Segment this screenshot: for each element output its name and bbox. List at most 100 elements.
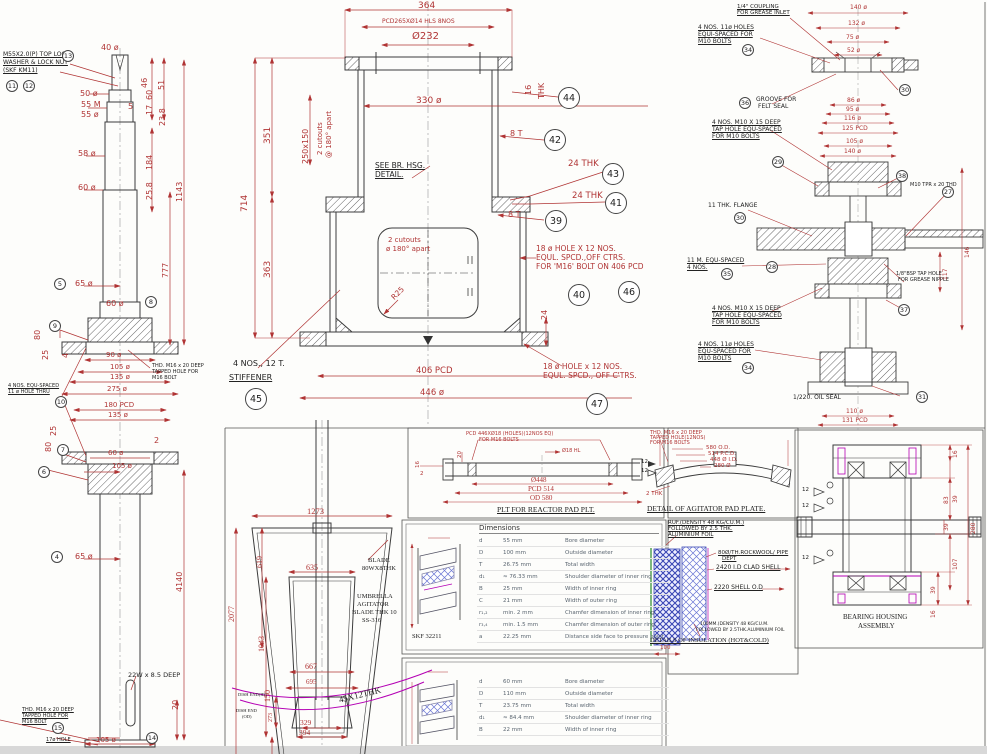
thread-note: M10 TPR x 20 THD bbox=[910, 182, 957, 188]
view-title: DETAIL OF AGITATOR PAD PLATE. bbox=[647, 504, 766, 513]
stiffener-note: 4 NOS., 12 T. bbox=[233, 359, 285, 368]
pad-plate-dimensions bbox=[420, 439, 643, 504]
cutout-note: 2 cutouts bbox=[316, 122, 324, 155]
equ-spaced-note: 11 M. EQU-SPACED bbox=[687, 257, 745, 264]
balloon-8: 8 bbox=[145, 296, 157, 308]
view-title: PLT FOR REACTOR PAD PLT. bbox=[497, 505, 595, 514]
shaft-view bbox=[61, 48, 179, 748]
dim: 25 bbox=[41, 349, 50, 360]
dim: 667 bbox=[305, 662, 317, 671]
equ-spaced-hole-note: 4 NOS. EQU-SPACED bbox=[8, 383, 60, 389]
dim: 105 ø bbox=[846, 138, 864, 145]
dim: 16 bbox=[930, 610, 937, 618]
balloon-36: 36 bbox=[739, 97, 751, 109]
dim: 20 bbox=[171, 699, 180, 710]
bearing-housing-assembly-view bbox=[796, 444, 982, 606]
balloon-9: 9 bbox=[49, 320, 61, 332]
dim: 83 bbox=[943, 496, 950, 504]
dim: 60 bbox=[145, 89, 154, 100]
right-flange-dimensions bbox=[741, 11, 964, 427]
balloon-14: 14 bbox=[146, 732, 158, 744]
balloon-47: 47 bbox=[586, 393, 608, 415]
tapped-hole-note: TAPPED HOLE(12NOS) bbox=[650, 435, 706, 441]
dim: 86 ø bbox=[847, 97, 861, 104]
tap-hole-note: TAP HOLE EQU-SPACED bbox=[712, 312, 782, 319]
tapped-hole-note: M16 BOLT bbox=[152, 375, 177, 381]
dim: 280 bbox=[970, 522, 977, 534]
dim: 116 ø bbox=[844, 115, 862, 122]
hole-note: 17ø HOLE bbox=[46, 737, 71, 743]
balloon-27: 27 bbox=[942, 186, 954, 198]
tapped-hole-note: FOR M16 BOLTS bbox=[650, 440, 690, 446]
table-1-header: Dimensions bbox=[479, 524, 659, 534]
pad-detail-dims bbox=[651, 433, 789, 493]
dim: 2 bbox=[420, 471, 424, 477]
see-detail-note: SEE BR. HSG. bbox=[375, 161, 426, 170]
equ-spaced-hole-note: 11 ø HOLE THRU bbox=[8, 389, 50, 395]
housing-dimensions bbox=[921, 444, 972, 606]
equ-spaced-note: 4 NOS. bbox=[687, 264, 708, 271]
dim: PCD 514 bbox=[528, 485, 554, 493]
dim: 4 bbox=[61, 352, 70, 358]
dish-end-note: DISH END bbox=[236, 708, 257, 713]
tapped-hole-note: THD. M16 x 20 DEEP bbox=[22, 707, 74, 713]
balloon-40: 40 bbox=[568, 284, 590, 306]
balloon-46: 46 bbox=[618, 281, 640, 303]
dim: Ø232 bbox=[412, 31, 439, 42]
dish-end-note: DISH END(ID) bbox=[238, 692, 267, 697]
tap-hole-note: 4 NOS. M10 X 15 DEEP bbox=[712, 119, 781, 126]
holes-note: EQU-SPACED FOR bbox=[698, 348, 751, 355]
shell-od-note: 2220 SHELL O.D bbox=[714, 584, 763, 591]
pipe-insulation-note: 80Ø/TH.ROCKWOOL/ PIPE bbox=[718, 550, 789, 556]
dim: 140 ø bbox=[850, 4, 868, 11]
balloon-5: 5 bbox=[54, 278, 66, 290]
insulation-density-note: 100MM.(DENSITY 48 KG/CU.M. bbox=[700, 622, 769, 627]
dim: 4140 bbox=[175, 571, 184, 592]
dim: 24 THK bbox=[568, 159, 599, 169]
balloon-30b: 30 bbox=[734, 212, 746, 224]
dim: 275 ø bbox=[107, 385, 127, 393]
balloon-37: 37 bbox=[898, 304, 910, 316]
balloon-13: 13 bbox=[62, 50, 74, 62]
dim: 107 bbox=[952, 558, 959, 570]
dim: 17 bbox=[145, 104, 154, 115]
dim: 55 ø bbox=[81, 110, 99, 119]
dim: 60 ø bbox=[106, 299, 124, 308]
dim: 117 bbox=[942, 268, 949, 280]
balloon-28: 28 bbox=[766, 261, 778, 273]
bearing-designation: SKF 32211 bbox=[412, 633, 442, 640]
insulation-density-note: FOLLOWED BY 2.5THK.ALUMINIUM FOIL bbox=[696, 628, 785, 633]
dim: 273 bbox=[268, 713, 274, 722]
pipe-insulation-note: DEPT bbox=[722, 556, 737, 562]
holes-note: EQUI-SPACED FOR bbox=[698, 31, 753, 38]
sheet-bottom-strip bbox=[0, 746, 987, 754]
center-housing-view bbox=[299, 2, 549, 424]
dim: 125 PCD bbox=[842, 125, 868, 132]
umbrella-note: BLADE THK 10 bbox=[352, 609, 397, 616]
dim: 131 PCD bbox=[842, 417, 868, 424]
tap-hole-note: 4 NOS. M10 X 15 DEEP bbox=[712, 305, 781, 312]
clad-shell-note: 2420 I.D CLAD SHELL bbox=[716, 564, 781, 571]
bearing-sketch-1 bbox=[410, 537, 461, 629]
balloon-31: 31 bbox=[916, 391, 928, 403]
dim: THK bbox=[537, 82, 546, 99]
dim: 105 ø bbox=[110, 363, 130, 371]
dim: 75 ø bbox=[846, 34, 860, 41]
dim: 39 bbox=[952, 495, 959, 503]
balloon-34b: 34 bbox=[742, 362, 754, 374]
dim: 58 ø bbox=[78, 149, 96, 158]
dim: 20 bbox=[457, 451, 463, 458]
coupling-note: FOR GREASE INLET bbox=[737, 10, 790, 16]
balloon-34: 34 bbox=[742, 44, 754, 56]
dim: 351 bbox=[263, 126, 273, 144]
blade-note: 80WX8THK bbox=[362, 565, 396, 572]
view-title: DETAILS OF INSULATION (HOT&COLD) bbox=[650, 637, 769, 644]
dim: 184 bbox=[145, 154, 154, 170]
balloon-38: 38 bbox=[896, 170, 908, 182]
dim: 16 bbox=[415, 461, 421, 468]
dim: 39 bbox=[930, 586, 937, 594]
